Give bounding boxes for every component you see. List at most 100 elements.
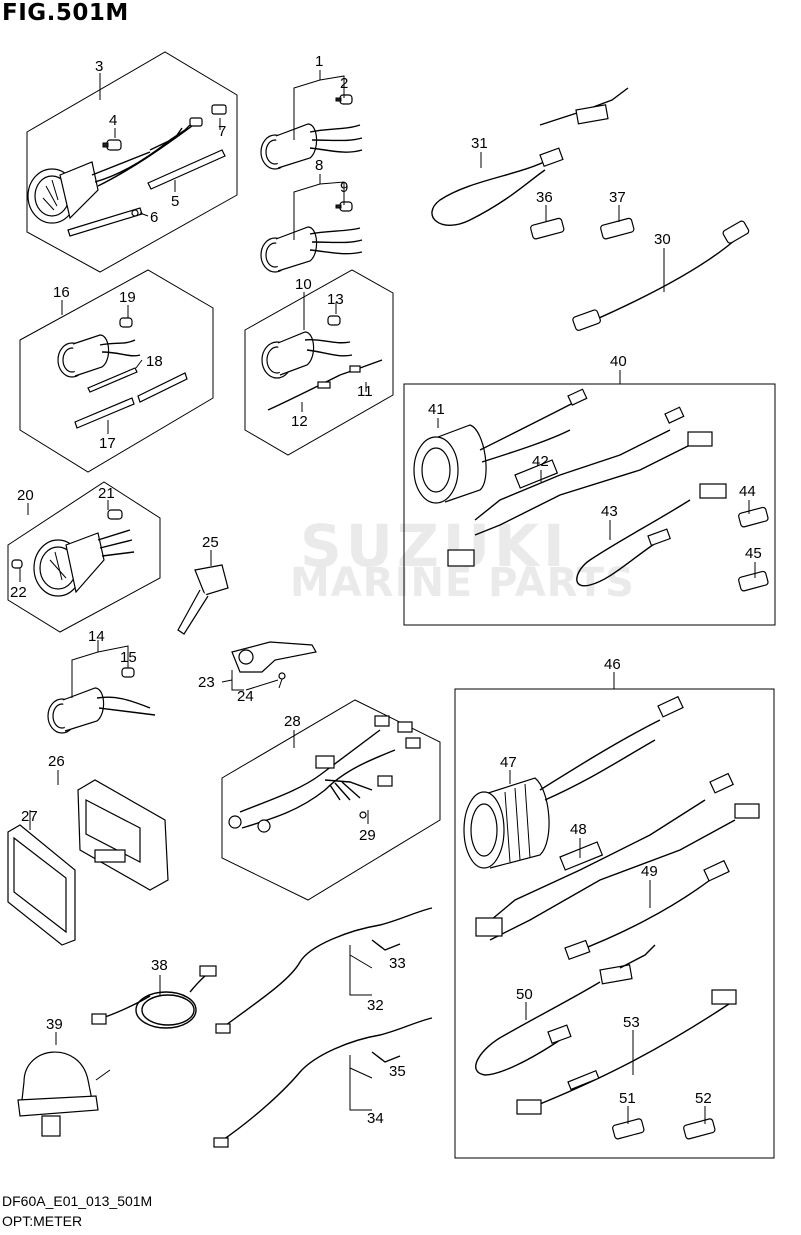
part-label-10: 10: [295, 276, 312, 293]
part-label-18: 18: [146, 353, 163, 370]
part-label-42: 42: [532, 453, 549, 470]
group-box-10: [244, 269, 394, 456]
cable-part-38: [91, 965, 217, 1029]
bulb-part-15: [121, 667, 135, 678]
part-number-labels: 1 2 3 4 5 6 7 8 9 10 11 12 13 14 15 16 1…: [10, 53, 762, 1127]
part-label-5: 5: [171, 193, 179, 210]
tube-part-17: [74, 372, 188, 429]
part-label-31: 31: [471, 135, 488, 152]
cable-part-50: [475, 944, 656, 1076]
bulb-part-13: [327, 315, 341, 326]
part-label-13: 13: [327, 291, 344, 308]
part-label-26: 26: [48, 753, 65, 770]
harness-part-35: [371, 1051, 401, 1063]
harness-part-42: [447, 406, 713, 567]
bulb-part-19: [119, 317, 133, 328]
figure-code: DF60A_E01_013_501M: [2, 1193, 153, 1209]
tie-part-18: [87, 367, 138, 393]
part-label-52: 52: [695, 1090, 712, 1107]
bulb-part-4: [102, 139, 122, 151]
part-label-41: 41: [428, 401, 445, 418]
gauge-part-14: [47, 687, 156, 734]
part-label-50: 50: [516, 986, 533, 1003]
group-box-28: [221, 699, 441, 901]
cover-part-27: [7, 824, 76, 946]
part-label-14: 14: [88, 628, 105, 645]
cable-part-31: [431, 87, 629, 226]
tube-part-5: [147, 149, 226, 190]
bulb-part-22: [11, 559, 23, 569]
part-label-8: 8: [315, 157, 323, 174]
harness-part-33: [371, 939, 401, 951]
harness-part-34: [213, 1017, 433, 1148]
screw-part-29: [359, 811, 367, 819]
connector-part-36: [530, 217, 565, 240]
part-label-12: 12: [291, 413, 308, 430]
part-label-1: 1: [315, 53, 323, 70]
part-label-7: 7: [218, 123, 226, 140]
part-label-29: 29: [359, 827, 376, 844]
part-label-43: 43: [601, 503, 618, 520]
gauge-part-8: [260, 226, 363, 273]
part-label-4: 4: [109, 112, 117, 129]
antenna-part-39: [17, 1051, 111, 1137]
bulb-part-9: [335, 201, 353, 212]
part-label-23: 23: [198, 674, 215, 691]
part-label-15: 15: [120, 649, 137, 666]
bulb-part-21: [107, 509, 123, 520]
part-label-36: 36: [536, 189, 553, 206]
group-box-40: [403, 383, 776, 626]
part-label-32: 32: [367, 997, 384, 1014]
part-label-2: 2: [340, 75, 348, 92]
part-label-46: 46: [604, 656, 621, 673]
part-label-53: 53: [623, 1014, 640, 1031]
harness-part-11: [339, 359, 383, 376]
figure-title: FIG.501M: [2, 0, 129, 26]
cable-part-43: [576, 483, 727, 587]
leader-lines: [19, 70, 756, 1124]
gauge-part-3: [27, 119, 201, 224]
watermark-logo-text: SUZUKI: [300, 512, 569, 580]
group-box-3: [26, 51, 238, 273]
gauge-part-10: [261, 331, 353, 379]
display-part-26: [77, 779, 169, 891]
gauge-part-20: [33, 529, 135, 597]
gauge-part-47: [463, 695, 684, 869]
part-label-51: 51: [619, 1090, 636, 1107]
harness-part-28: [228, 715, 421, 833]
part-label-19: 19: [119, 289, 136, 306]
gauge-part-1: [260, 123, 363, 170]
connector-part-37: [600, 217, 635, 240]
bulb-part-2: [335, 94, 353, 105]
part-label-20: 20: [17, 487, 34, 504]
connector-part-52: [683, 1118, 716, 1140]
part-label-39: 39: [46, 1016, 63, 1033]
cable-part-49: [564, 859, 730, 961]
cable-part-30: [572, 220, 750, 331]
watermark-subtitle: MARINE PARTS: [290, 560, 635, 606]
part-label-22: 22: [10, 584, 27, 601]
group-box-20: [7, 481, 161, 633]
part-label-49: 49: [641, 863, 658, 880]
part-label-6: 6: [150, 209, 158, 226]
harness-part-32: [215, 907, 433, 1034]
part-label-38: 38: [151, 957, 168, 974]
group-box-16: [19, 269, 214, 473]
connector-part-51: [612, 1118, 645, 1140]
part-label-27: 27: [21, 808, 38, 825]
harness-part-12: [267, 374, 341, 411]
switch-part-25: [177, 564, 229, 635]
part-label-45: 45: [745, 545, 762, 562]
part-label-47: 47: [500, 754, 517, 771]
connector-part-7: [189, 104, 227, 127]
part-label-44: 44: [739, 483, 756, 500]
gauge-part-16: [57, 334, 141, 378]
part-label-33: 33: [389, 955, 406, 972]
part-label-9: 9: [340, 179, 348, 196]
cable-part-53: [516, 989, 737, 1115]
part-label-24: 24: [237, 688, 254, 705]
connector-part-45: [738, 570, 769, 592]
harness-part-48: [475, 772, 760, 941]
part-label-35: 35: [389, 1063, 406, 1080]
